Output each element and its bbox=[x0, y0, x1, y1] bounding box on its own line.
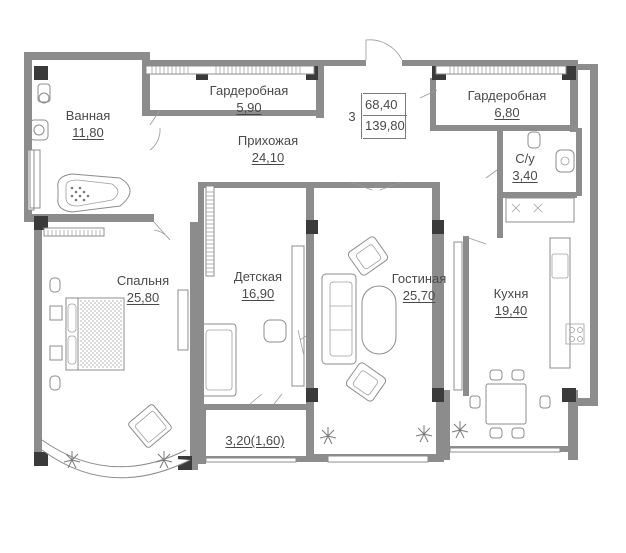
room-label-wardrobe-1: Гардеробная 5,90 bbox=[210, 82, 289, 116]
room-label-bedroom: Спальня 25,80 bbox=[117, 272, 169, 306]
room-label-wc: С/у 3,40 bbox=[512, 150, 537, 184]
hallway-name: Прихожая bbox=[237, 133, 299, 148]
kids-name: Детская bbox=[233, 269, 283, 284]
badge-divider bbox=[363, 115, 407, 116]
room-label-hallway: Прихожая 24,10 bbox=[238, 132, 298, 166]
apartment-summary-badge: 3 68,40 139,80 bbox=[343, 93, 407, 139]
wardrobe-1-area: 5,90 bbox=[236, 100, 262, 115]
badge-frame bbox=[363, 93, 406, 139]
wc-area: 3,40 bbox=[512, 168, 538, 183]
wardrobe-hatching bbox=[47, 66, 559, 273]
total-area: 139,80 bbox=[365, 118, 405, 133]
rooms-count: 3 bbox=[343, 93, 362, 139]
kitchen-furniture bbox=[451, 197, 585, 439]
room-label-living: Гостиная 25,70 bbox=[392, 270, 447, 304]
bedroom-area: 25,80 bbox=[126, 290, 160, 305]
bathroom-area: 11,80 bbox=[72, 125, 104, 140]
room-label-kids: Детская 16,90 bbox=[234, 268, 282, 302]
kids-area: 16,90 bbox=[241, 286, 275, 301]
kids-room-furniture bbox=[201, 245, 307, 397]
windows bbox=[27, 65, 567, 479]
balcony-area: 3,20(1,60) bbox=[225, 433, 285, 448]
living-area-total: 68,40 bbox=[365, 97, 398, 112]
wardrobe-1-name: Гардеробная bbox=[209, 83, 289, 98]
room-label-kitchen: Кухня 19,40 bbox=[494, 285, 529, 319]
kitchen-area: 19,40 bbox=[494, 303, 528, 318]
hallway-area: 24,10 bbox=[251, 150, 285, 165]
wardrobe-2-area: 6,80 bbox=[494, 105, 520, 120]
wardrobe-2-name: Гардеробная bbox=[467, 88, 547, 103]
wc-name: С/у bbox=[515, 151, 535, 166]
doors bbox=[149, 39, 498, 405]
bathroom-name: Ванная bbox=[65, 108, 111, 123]
kitchen-name: Кухня bbox=[493, 286, 529, 301]
living-room-furniture bbox=[319, 236, 463, 445]
living-area: 25,70 bbox=[402, 288, 436, 303]
bedroom-furniture bbox=[49, 277, 189, 469]
bedroom-name: Спальня bbox=[116, 273, 170, 288]
room-label-balcony: 3,20(1,60) bbox=[225, 432, 284, 449]
living-name: Гостиная bbox=[391, 271, 447, 286]
bathroom-fixtures bbox=[29, 83, 131, 213]
wc-fixtures bbox=[527, 131, 575, 173]
room-label-bathroom: Ванная 11,80 bbox=[66, 107, 111, 141]
room-label-wardrobe-2: Гардеробная 6,80 bbox=[468, 87, 547, 121]
